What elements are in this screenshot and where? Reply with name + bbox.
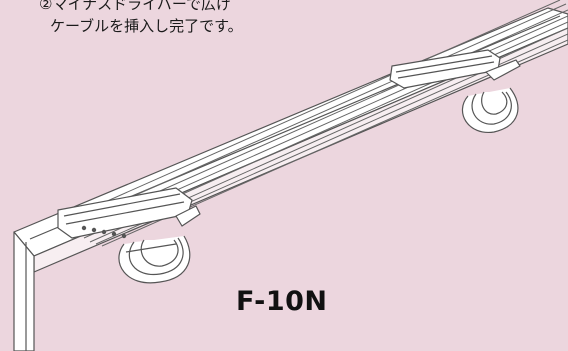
instruction-line-1: ②マイナスドライバーで広げ [39,0,231,13]
left-cable-clip [57,187,201,284]
right-cable-clip [389,49,521,133]
model-label: F-10N [236,286,328,317]
instruction-line-2: ケーブルを挿入し完了です。 [50,17,243,35]
instruction-text: ②マイナスドライバーで広げ ケーブルを挿入し完了です。 [39,0,243,37]
